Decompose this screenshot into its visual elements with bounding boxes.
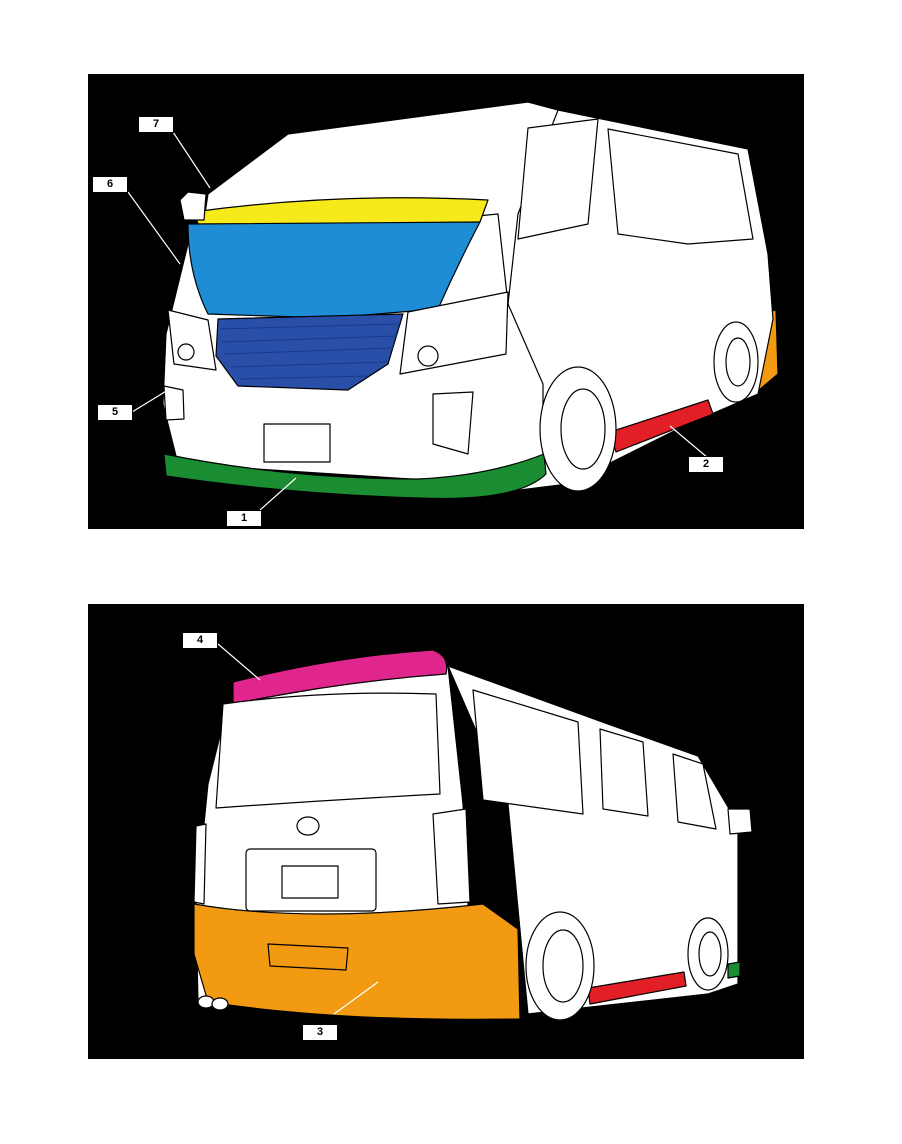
front-van-drawing xyxy=(127,101,779,511)
rear-bumper xyxy=(193,903,521,1020)
rear-window xyxy=(215,692,441,809)
nissan-emblem xyxy=(296,816,320,836)
front-lip-spoiler xyxy=(163,453,547,500)
callout-5: 5 xyxy=(97,404,133,421)
rear-view-panel: 4 3 xyxy=(88,604,804,1059)
callout-1: 1 xyxy=(226,510,262,527)
front-view-panel: 7 6 5 1 2 xyxy=(88,74,804,529)
roof-spoiler xyxy=(232,649,448,705)
callout-2: 2 xyxy=(688,456,724,473)
rear-side-mirror xyxy=(727,808,753,835)
callout-4: 4 xyxy=(182,632,218,649)
callout-6: 6 xyxy=(92,176,128,193)
callout-3: 3 xyxy=(302,1024,338,1041)
left-mirror xyxy=(179,191,207,221)
rear-side-skirt xyxy=(587,971,687,1005)
rear-van-drawing xyxy=(193,643,753,1021)
hood xyxy=(187,221,481,319)
grille xyxy=(215,313,404,391)
callout-7: 7 xyxy=(138,116,174,133)
